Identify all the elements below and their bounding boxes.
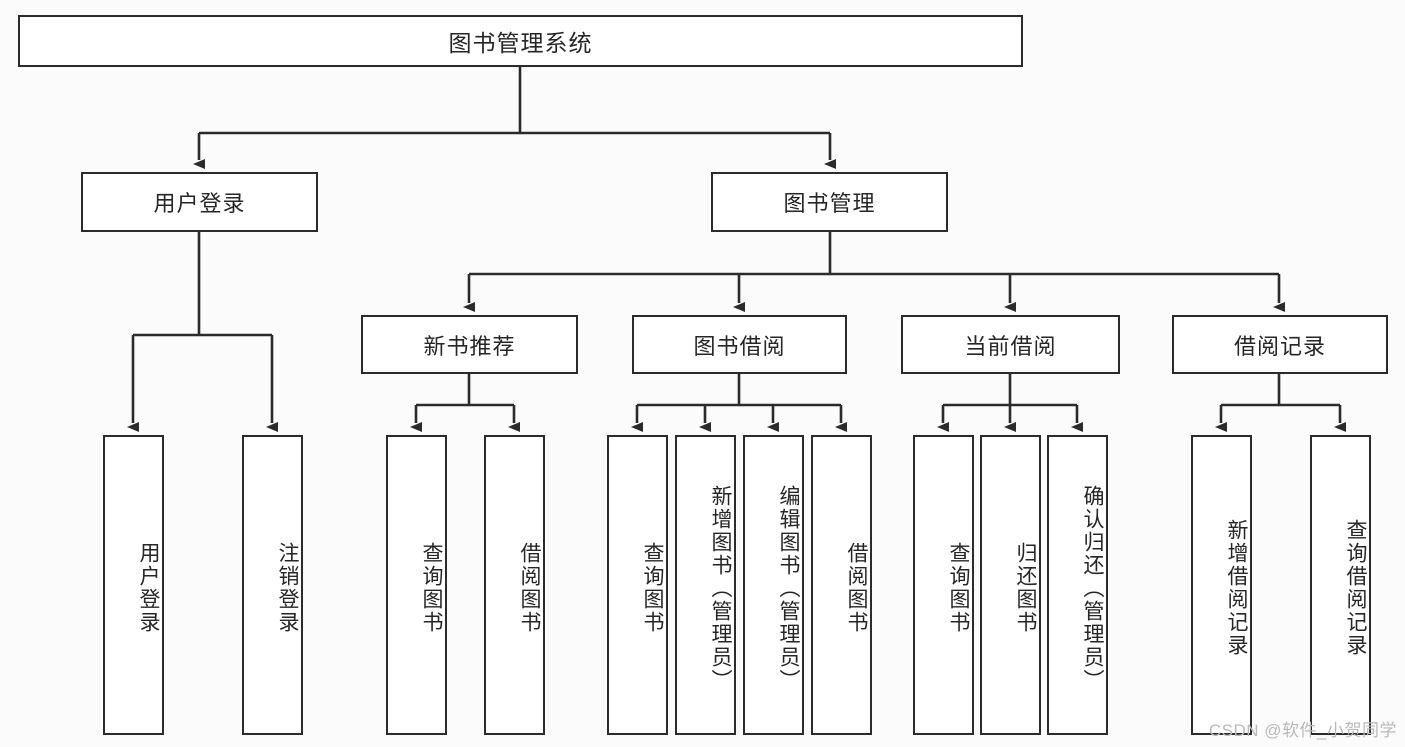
leaf-book-borrow-borrow-book[interactable]: 借阅图书 [811, 435, 872, 735]
leaf-user-login-login[interactable]: 用户登录 [103, 435, 164, 735]
watermark: CSDN @软件_小贺同学 [1208, 721, 1397, 740]
leaf-book-borrow-query-book[interactable]: 查询图书 [607, 435, 668, 735]
node-label: 查询图书 [641, 542, 664, 634]
node-user-login[interactable]: 用户登录 [81, 172, 318, 232]
node-label: 图书管理系统 [448, 30, 593, 56]
node-label: 新增借阅记录 [1225, 519, 1248, 657]
leaf-current-borrow-return-book[interactable]: 归还图书 [980, 435, 1041, 735]
leaf-user-login-logout[interactable]: 注销登录 [242, 435, 303, 735]
node-new-book-recommend[interactable]: 新书推荐 [361, 315, 578, 374]
leaf-new-book-borrow-book[interactable]: 借阅图书 [484, 435, 545, 735]
node-label: 新书推荐 [423, 333, 516, 359]
leaf-new-book-query-book[interactable]: 查询图书 [386, 435, 447, 735]
leaf-book-borrow-add-book-admin[interactable]: 新增图书（管理员） [675, 435, 736, 735]
leaf-book-borrow-edit-book-admin[interactable]: 编辑图书（管理员） [743, 435, 804, 735]
node-label: 借阅图书 [845, 542, 868, 634]
node-label: 编辑图书（管理员） [777, 484, 800, 692]
node-label: 借阅记录 [1233, 333, 1326, 359]
node-root-book-management-system[interactable]: 图书管理系统 [18, 15, 1023, 67]
node-label: 归还图书 [1014, 542, 1037, 634]
node-label: 用户登录 [153, 191, 246, 216]
leaf-current-borrow-confirm-return-admin[interactable]: 确认归还（管理员） [1047, 435, 1108, 735]
node-book-borrow[interactable]: 图书借阅 [632, 315, 847, 374]
node-label: 确认归还（管理员） [1081, 484, 1104, 692]
node-label: 注销登录 [276, 542, 299, 634]
leaf-borrow-record-query-record[interactable]: 查询借阅记录 [1310, 435, 1371, 735]
node-borrow-record[interactable]: 借阅记录 [1172, 315, 1388, 374]
node-label: 用户登录 [137, 542, 160, 634]
node-label: 借阅图书 [518, 542, 541, 634]
node-label: 图书借阅 [693, 333, 786, 359]
leaf-borrow-record-add-record[interactable]: 新增借阅记录 [1191, 435, 1252, 735]
node-label: 查询借阅记录 [1344, 519, 1367, 657]
node-label: 新增图书（管理员） [709, 484, 732, 692]
node-label: 查询图书 [947, 542, 970, 634]
node-label: 图书管理 [783, 191, 876, 216]
node-current-borrow[interactable]: 当前借阅 [901, 315, 1120, 374]
node-book-management[interactable]: 图书管理 [711, 172, 948, 232]
node-label: 查询图书 [420, 542, 443, 634]
leaf-current-borrow-query-book[interactable]: 查询图书 [913, 435, 974, 735]
node-label: 当前借阅 [964, 333, 1057, 359]
